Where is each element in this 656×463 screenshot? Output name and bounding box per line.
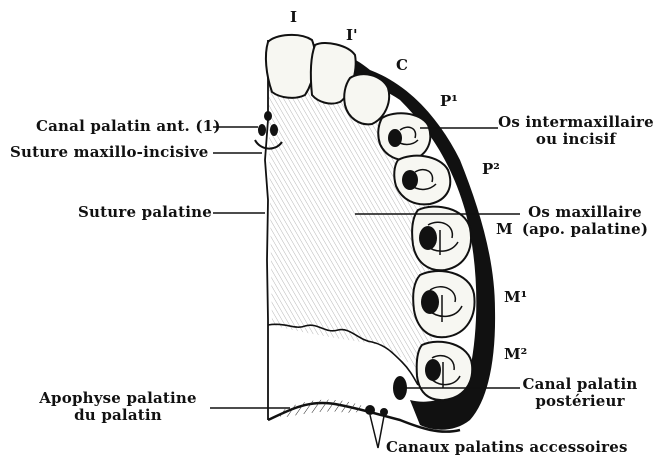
tooth-label-p1: P¹ bbox=[440, 92, 458, 110]
tooth-label-m: M bbox=[496, 220, 513, 238]
tooth-label-m2: M² bbox=[504, 345, 527, 363]
tooth-label-c: C bbox=[396, 56, 408, 74]
label-suture-palatine: Suture palatine bbox=[78, 203, 212, 221]
tooth-label-i: I bbox=[290, 8, 297, 26]
label-os-maxillaire-line2: (apo. palatine) bbox=[520, 221, 650, 238]
tooth-premolar-1 bbox=[378, 113, 430, 160]
label-os-maxillaire-line1: Os maxillaire bbox=[520, 204, 650, 221]
tooth-label-i-prime: I' bbox=[346, 26, 358, 44]
accessory-canals bbox=[365, 405, 388, 448]
label-apophyse-palatine: Apophyse palatine du palatin bbox=[28, 390, 208, 424]
midline-suture bbox=[265, 40, 268, 420]
label-canal-palatin-ant: Canal palatin ant. (1) bbox=[36, 117, 221, 135]
label-os-intermaxillaire-line2: ou incisif bbox=[496, 131, 656, 148]
tooth-label-p2: P² bbox=[482, 160, 500, 178]
label-canal-palatin-post-line1: Canal palatin bbox=[520, 376, 640, 393]
label-canal-palatin-post: Canal palatin postérieur bbox=[520, 376, 640, 410]
tooth-label-m1: M¹ bbox=[504, 288, 527, 306]
label-os-maxillaire: Os maxillaire (apo. palatine) bbox=[520, 204, 650, 238]
label-os-intermaxillaire-line1: Os intermaxillaire bbox=[496, 114, 656, 131]
label-apophyse-palatine-line1: Apophyse palatine bbox=[28, 390, 208, 407]
label-canaux-accessoires: Canaux palatins accessoires bbox=[386, 438, 628, 456]
tooth-incisor-central bbox=[266, 35, 315, 98]
label-os-intermaxillaire: Os intermaxillaire ou incisif bbox=[496, 114, 656, 148]
posterior-shade bbox=[280, 400, 364, 418]
label-suture-maxillo-incisive: Suture maxillo-incisive bbox=[10, 143, 209, 161]
label-canal-palatin-post-line2: postérieur bbox=[520, 393, 640, 410]
tooth-molar-3 bbox=[417, 342, 473, 400]
label-apophyse-palatine-line2: du palatin bbox=[28, 407, 208, 424]
